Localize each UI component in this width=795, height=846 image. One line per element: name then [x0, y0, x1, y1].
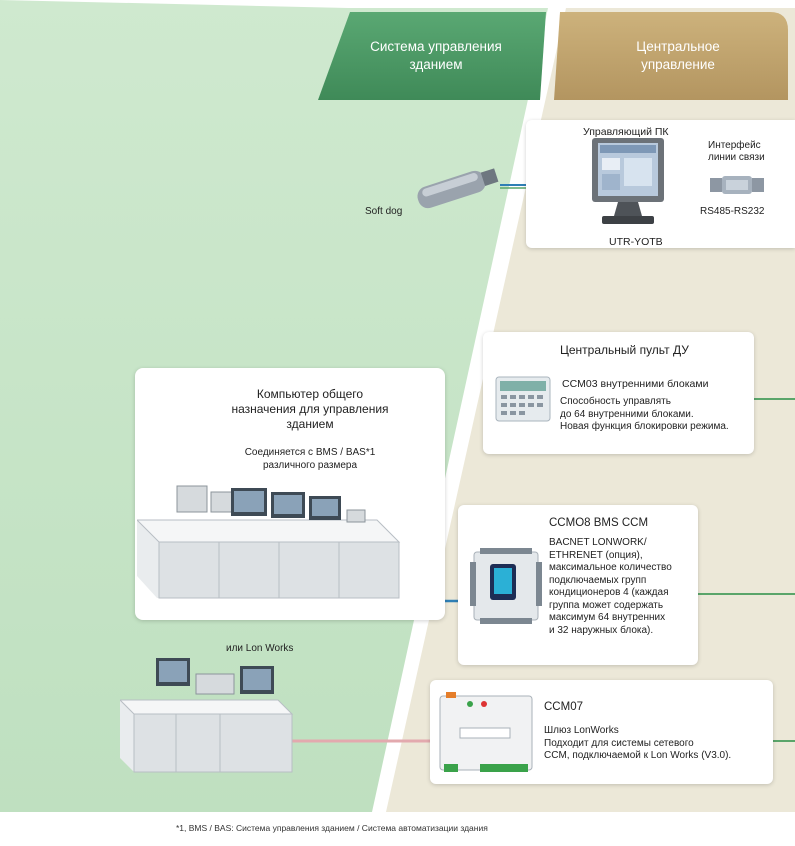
bms-computer-subtitle: Соединяется с BMS / BAS*1 различного раз…: [220, 447, 400, 472]
ccm08-desc-line8: и 32 наружных блока).: [549, 624, 654, 636]
soft-dog-icon: [417, 168, 499, 209]
remote-desc-line3: Новая функция блокировки режима.: [560, 421, 729, 432]
remote-desc-line2: до 64 внутренними блоками.: [560, 408, 694, 420]
control-pc-model: UTR-YOTB: [609, 236, 663, 248]
lonworks-desk-icon: [120, 658, 294, 773]
control-pc-title: Управляющий ПК: [583, 126, 669, 138]
ccm08-title: CCMO8 BMS CCM: [549, 517, 649, 529]
ccm08-desc-line3: максимальное количество: [549, 562, 672, 573]
bms-header: Система управления зданием: [336, 38, 536, 74]
ccm08-desc-line2: ETHRENET (опция),: [549, 549, 643, 561]
ccm08-desc-line6: группа может содержать: [549, 599, 664, 611]
bms-title-line1: Компьютер общего: [256, 387, 364, 401]
bms-title-line3: зданием: [286, 417, 334, 431]
bms-title-line2: назначения для управления: [231, 402, 389, 416]
monitor-icon: [592, 138, 664, 224]
ccm08-desc-line4: подключаемых групп: [549, 574, 647, 586]
bms-header-shape: [318, 12, 546, 100]
bms-header-line2: зданием: [409, 57, 463, 72]
ccm08-device-icon: [470, 548, 542, 624]
control-desk-icon: [137, 485, 401, 599]
ccm08-desc-line7: максимум 64 внутренних: [549, 612, 666, 623]
interface-label-line1: Интерфейс: [708, 140, 761, 151]
central-header-shape: [554, 12, 788, 100]
bms-subtitle-line2: различного размера: [262, 459, 358, 471]
converter-icon: [710, 176, 764, 194]
interface-label: Интерфейс линии связи: [708, 140, 765, 164]
remote-controller-icon: [495, 376, 551, 422]
ccm08-desc: BACNET LONWORK/ ETHRENET (опция), максим…: [549, 537, 672, 637]
ccm08-desc-line1: BACNET LONWORK/: [549, 537, 647, 548]
central-header-line2: управление: [641, 57, 715, 72]
central-header-line1: Центральное: [636, 39, 720, 54]
bms-header-line1: Система управления: [370, 39, 502, 54]
ccm07-title: CCM07: [544, 701, 583, 713]
ccm08-desc-line5: кондиционеров 4 (каждая: [549, 587, 669, 598]
interface-label-line2: линии связи: [708, 152, 765, 163]
bms-subtitle-line1: Соединяется с BMS / BAS*1: [244, 447, 376, 458]
central-remote-desc: Способность управлять до 64 внутренними …: [560, 396, 729, 434]
ccm07-desc-line2: Подходит для системы сетевого: [544, 737, 694, 749]
ccm07-desc-line1: Шлюз LonWorks: [544, 725, 619, 736]
ccm07-device-icon: [439, 692, 533, 772]
central-remote-title: Центральный пульт ДУ: [560, 343, 689, 357]
lonworks-label: или Lon Works: [226, 643, 294, 654]
converter-label: RS485-RS232: [700, 206, 765, 217]
bms-computer-title: Компьютер общего назначения для управлен…: [200, 387, 420, 432]
soft-dog-label: Soft dog: [365, 206, 403, 217]
remote-desc-line1: Способность управлять: [560, 396, 671, 407]
ccm07-desc-line3: CCM, подключаемой к Lon Works (V3.0).: [544, 750, 732, 761]
footnote: *1, BMS / BAS: Система управления здание…: [176, 823, 488, 833]
ccm07-desc: Шлюз LonWorks Подходит для системы сетев…: [544, 725, 731, 763]
central-remote-model: CCM03 внутренними блоками: [562, 378, 709, 390]
central-header: Центральное управление: [578, 38, 778, 74]
